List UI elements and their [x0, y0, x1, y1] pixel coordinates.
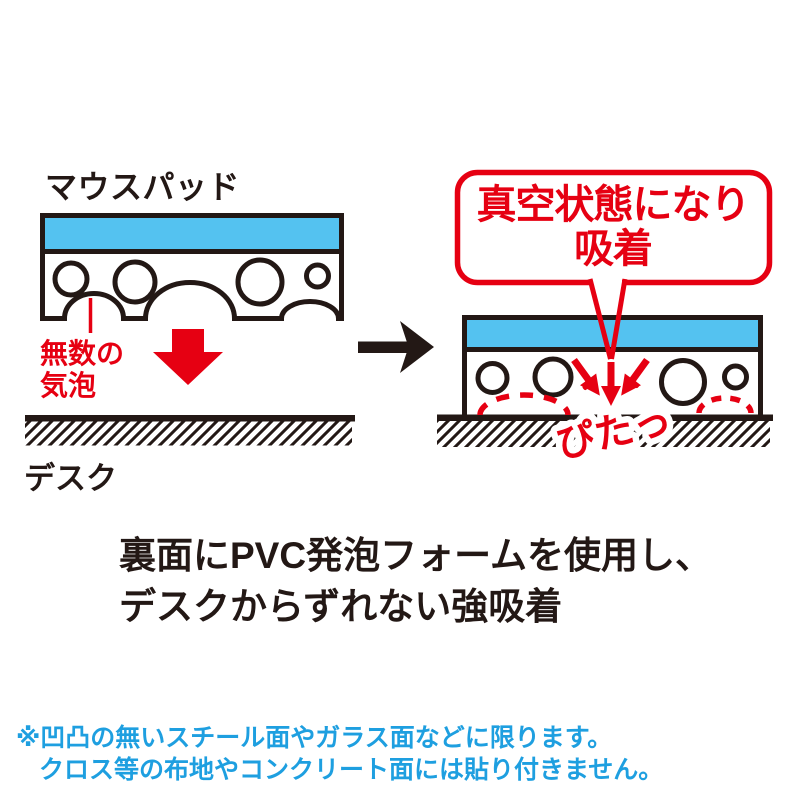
pad-top-surface [40, 213, 344, 254]
mousepad-label: マウスパッド [45, 169, 240, 205]
callout-tail [587, 278, 613, 360]
suction-arrows [571, 357, 650, 406]
desk-surface-line [25, 415, 355, 422]
suction-arrow-icon [621, 357, 650, 396]
callout-line1: 真空状態になり [477, 183, 750, 227]
desk-hatch [437, 421, 770, 447]
air-bubble [659, 358, 707, 406]
callout-line2: 吸着 [574, 227, 652, 271]
air-bubble [722, 363, 749, 391]
impact-dash [582, 380, 594, 390]
press-down-arrow-icon [153, 329, 223, 385]
countless-bubbles-label-line1: 無数の [40, 338, 124, 369]
footnote-line2: クロス等の布地やコンクリート面には貼り付きません。 [39, 755, 663, 784]
suction-arc-right [696, 395, 754, 414]
callout-tail-gap [592, 277, 622, 286]
footnote: ※凹凸の無いスチール面やガラス面などに限ります。 クロス等の布地やコンクリート面… [16, 723, 663, 784]
vacuum-callout: 真空状態になり 吸着 [454, 169, 773, 360]
air-bubble [475, 361, 510, 395]
arrow-head [400, 321, 434, 373]
countless-bubbles-label-line2: 気泡 [40, 369, 96, 401]
footnote-line1: ※凹凸の無いスチール面やガラス面などに限ります。 [16, 723, 612, 752]
air-bubble [532, 356, 574, 398]
desk-label: デスク [24, 461, 117, 496]
air-bubble [304, 262, 331, 290]
air-bubble [235, 257, 285, 307]
left-pad-diagram: マウスパッド デスク 無数の 気泡 [24, 169, 355, 496]
transform-right-arrow-icon [358, 321, 434, 373]
caption-line2: デスクからずれない強吸着 [119, 585, 562, 627]
suction-arc-left [477, 392, 571, 416]
callout-tail [609, 278, 628, 360]
desk-hatch [25, 421, 352, 446]
impact-dash [628, 378, 640, 388]
suction-arrow-icon [601, 362, 621, 406]
caption-line1: 裏面にPVC発泡フォームを使用し、 [119, 535, 712, 576]
caption: 裏面にPVC発泡フォームを使用し、 デスクからずれない強吸着 [119, 535, 712, 627]
air-bubble [52, 260, 90, 298]
air-bubble [112, 259, 158, 305]
arrow-shaft [358, 341, 410, 353]
right-pad-diagram: ぴたっ 真空状態になり 吸着 [437, 169, 773, 473]
